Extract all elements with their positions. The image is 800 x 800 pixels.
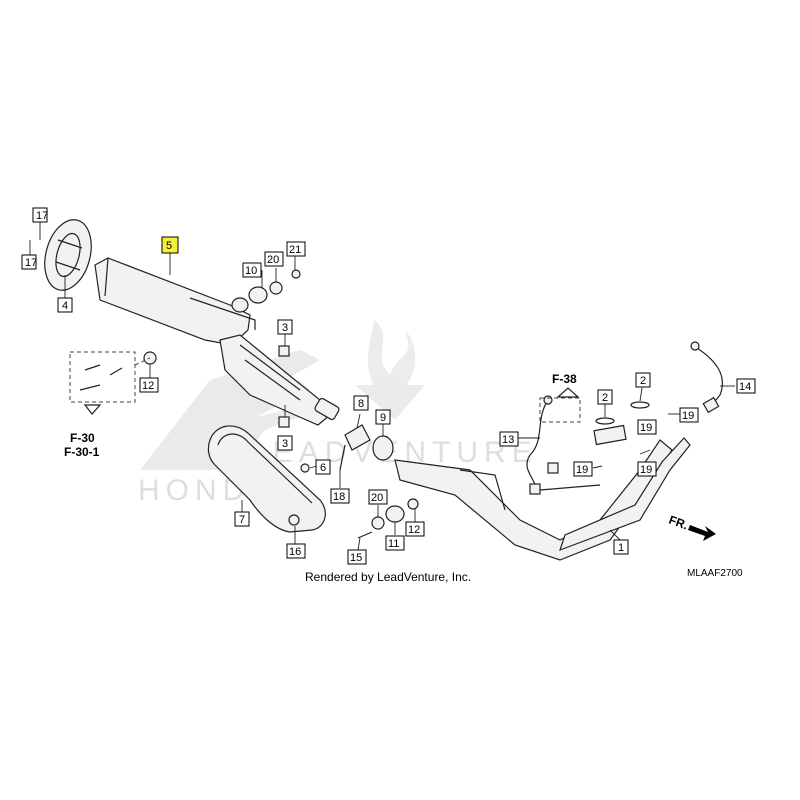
- svg-text:19: 19: [682, 410, 694, 422]
- svg-text:12: 12: [142, 380, 154, 392]
- callout-11: 11: [385, 535, 405, 551]
- callout-12-left: 12: [139, 377, 159, 393]
- svg-text:1: 1: [618, 542, 624, 554]
- leader-lines: [29, 222, 735, 551]
- callout-16: 16: [286, 543, 306, 559]
- svg-text:17: 17: [25, 257, 37, 269]
- svg-text:4: 4: [62, 300, 68, 312]
- svg-text:19: 19: [640, 422, 652, 434]
- ref-f30: F-30: [70, 431, 95, 445]
- heat-guard-part: [207, 425, 326, 533]
- svg-text:3: 3: [282, 322, 288, 334]
- callout-14: 14: [736, 378, 756, 394]
- svg-text:3: 3: [282, 438, 288, 450]
- callout-20-top: 20: [264, 251, 284, 267]
- o2-sensor-part: [690, 341, 723, 414]
- callout-3-bottom: 3: [277, 435, 293, 451]
- svg-text:15: 15: [350, 552, 362, 564]
- callout-3-top: 3: [277, 319, 293, 335]
- svg-text:21: 21: [289, 244, 301, 256]
- svg-text:17: 17: [36, 210, 48, 222]
- front-label: FR.: [667, 513, 690, 533]
- svg-text:20: 20: [371, 492, 383, 504]
- callout-1: 1: [613, 539, 629, 555]
- svg-text:13: 13: [502, 434, 514, 446]
- gasket-parts: [595, 401, 650, 425]
- svg-text:16: 16: [289, 546, 301, 558]
- callout-19-b: 19: [679, 407, 699, 423]
- callout-2-a: 2: [597, 389, 613, 405]
- callout-10: 10: [242, 262, 262, 278]
- diagram-code: MLAAF2700: [687, 568, 743, 579]
- svg-text:5: 5: [166, 240, 172, 252]
- callout-17-top: 17: [32, 207, 48, 223]
- leadventure-flame-watermark: [355, 320, 425, 420]
- callout-6: 6: [315, 459, 331, 475]
- ref-f30-1: F-30-1: [64, 445, 100, 459]
- callout-7: 7: [234, 511, 250, 527]
- callout-17-bottom: 17: [21, 254, 37, 270]
- callout-18: 18: [330, 488, 350, 504]
- callout-5-highlighted: 5: [161, 236, 179, 254]
- render-credit: Rendered by LeadVenture, Inc.: [305, 570, 471, 584]
- front-arrow-icon: [688, 525, 716, 541]
- callout-12-right: 12: [405, 521, 425, 537]
- svg-text:19: 19: [576, 464, 588, 476]
- svg-text:6: 6: [320, 462, 326, 474]
- callout-19-c: 19: [637, 419, 657, 435]
- exhaust-pipe-part: [394, 424, 691, 561]
- muffler-part: [94, 257, 340, 426]
- svg-text:7: 7: [239, 514, 245, 526]
- callout-21: 21: [286, 241, 306, 257]
- svg-text:10: 10: [245, 265, 257, 277]
- svg-text:12: 12: [408, 524, 420, 536]
- svg-text:18: 18: [333, 491, 345, 503]
- sensor-part-13: [526, 395, 601, 495]
- svg-text:19: 19: [640, 464, 652, 476]
- callout-15: 15: [347, 549, 367, 565]
- callout-2-b: 2: [635, 372, 651, 388]
- ref-f38: F-38: [552, 372, 577, 386]
- svg-text:8: 8: [358, 398, 364, 410]
- hardware-items: [143, 269, 419, 539]
- callout-19-d: 19: [637, 461, 657, 477]
- ref-box-f30: [69, 351, 136, 403]
- end-cap-part: [44, 219, 92, 291]
- ref-box-f38: [539, 397, 581, 423]
- callout-20-bottom: 20: [368, 489, 388, 505]
- callout-19-a: 19: [573, 461, 593, 477]
- svg-text:20: 20: [267, 254, 279, 266]
- svg-text:14: 14: [739, 381, 751, 393]
- callout-13: 13: [499, 431, 519, 447]
- svg-text:11: 11: [388, 538, 399, 550]
- svg-text:2: 2: [602, 392, 608, 404]
- callout-8: 8: [353, 395, 369, 411]
- svg-text:9: 9: [380, 412, 386, 424]
- leadventure-watermark-text: LEADVENTURE: [250, 436, 538, 469]
- callout-4: 4: [57, 297, 73, 313]
- callout-9: 9: [375, 409, 391, 425]
- svg-text:2: 2: [640, 375, 646, 387]
- ref-arrow-f38: [556, 387, 580, 398]
